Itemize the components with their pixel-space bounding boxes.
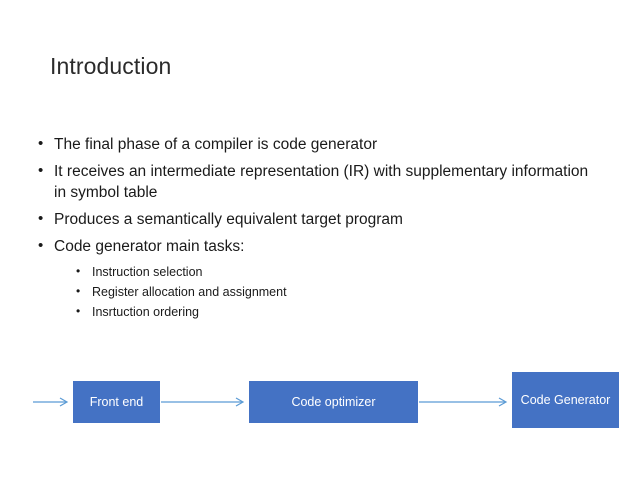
arrow-head-in <box>59 397 69 407</box>
arrow-head-2 <box>498 397 508 407</box>
list-item: Instruction selection <box>36 262 596 282</box>
arrow-head-1 <box>235 397 245 407</box>
list-item: Code generator main tasks: <box>36 235 596 257</box>
diagram-box-label: Front end <box>89 395 144 409</box>
pipeline-diagram: Front end Code optimizer Code Generator <box>0 370 640 440</box>
page-title: Introduction <box>50 53 172 79</box>
diagram-box-code-optimizer: Code optimizer <box>249 381 418 423</box>
diagram-box-label: Code Generator <box>520 393 611 407</box>
diagram-box-front-end: Front end <box>73 381 160 423</box>
list-item: Register allocation and assignment <box>36 282 596 302</box>
diagram-box-code-generator: Code Generator <box>512 372 619 428</box>
list-item: Insrtuction ordering <box>36 302 596 322</box>
body-content: The final phase of a compiler is code ge… <box>36 133 596 323</box>
diagram-arrows <box>33 397 508 407</box>
list-item: The final phase of a compiler is code ge… <box>36 133 596 155</box>
list-item: It receives an intermediate representati… <box>36 160 596 203</box>
diagram-box-label: Code optimizer <box>291 395 376 409</box>
list-item: Produces a semantically equivalent targe… <box>36 208 596 230</box>
